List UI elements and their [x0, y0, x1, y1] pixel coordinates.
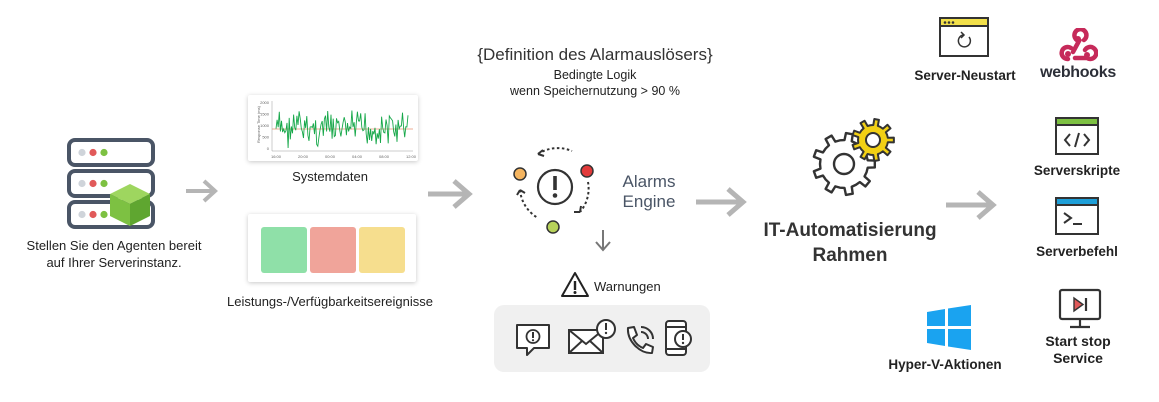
- flow-arrow-icon: [186, 179, 218, 203]
- server-restart-icon: [939, 17, 989, 57]
- chat-alert-icon: [516, 324, 550, 356]
- webhooks-label: webhooks: [1040, 64, 1116, 81]
- webhooks-logo-icon: [1059, 28, 1098, 62]
- chart-y-tick: 1000: [260, 123, 270, 128]
- down-arrow-icon: [595, 230, 611, 252]
- server-restart-label: Server-Neustart: [914, 68, 1016, 83]
- server-scripts-label: Serverskripte: [1033, 163, 1121, 178]
- event-swatch-red: [310, 227, 356, 273]
- events-label: Leistungs-/Verfügbarkeitsereignisse: [227, 294, 433, 309]
- engine-line1: Alarms: [622, 172, 676, 191]
- event-swatch-yellow: [359, 227, 405, 273]
- chart-y-tick: 2000: [260, 100, 270, 105]
- system-data-chart: Response Time (ms) 2000 1500 1000 500 0 16:0…: [256, 100, 417, 159]
- alarm-engine-icon: [513, 147, 594, 234]
- flow-arrow-icon: [428, 179, 473, 209]
- server-command-icon: [1055, 197, 1099, 235]
- definition-title: {Definition des Alarmauslösers}: [477, 45, 713, 64]
- agent-caption-line1: Stellen Sie den Agenten bereit: [26, 238, 202, 253]
- phone-call-icon: [626, 326, 654, 355]
- system-data-chart-card: Response Time (ms) 2000 1500 1000 500 0 16:0…: [248, 95, 418, 161]
- windows-logo-icon: [927, 305, 971, 350]
- server-agent-icon: [67, 138, 155, 229]
- definition-line1: Bedingte Logik: [553, 68, 637, 82]
- mobile-alert-icon: [665, 320, 692, 356]
- chart-y-tick: 500: [262, 135, 269, 140]
- chart-ylabel: Response Time (ms): [256, 105, 261, 143]
- definition-line2: wenn Speichernutzung > 90 %: [510, 84, 680, 98]
- events-card: [248, 214, 416, 282]
- start-stop-line1: Start stop: [1045, 333, 1111, 349]
- chart-x-tick: 16:00: [271, 154, 282, 159]
- flow-arrow-icon: [946, 190, 997, 220]
- agent-cube-icon: [110, 184, 150, 226]
- flow-arrow-icon: [696, 187, 747, 217]
- chart-x-tick: 00:00: [325, 154, 336, 159]
- event-swatch-green: [261, 227, 307, 273]
- start-stop-service-icon: [1058, 288, 1102, 329]
- framework-line2: Rahmen: [812, 245, 888, 266]
- start-stop-line2: Service: [1053, 350, 1103, 366]
- framework-line1: IT-Automatisierung: [763, 220, 937, 241]
- warning-triangle-icon: [561, 272, 589, 297]
- chart-x-tick: 20:00: [298, 154, 309, 159]
- chart-y-tick: 1500: [260, 112, 270, 117]
- engine-line2: Engine: [622, 192, 676, 211]
- system-data-label: Systemdaten: [292, 169, 368, 184]
- chart-y-tick: 0: [267, 146, 270, 151]
- chart-x-tick: 12:00: [406, 154, 417, 159]
- chart-x-tick: 08:00: [379, 154, 390, 159]
- server-command-label: Serverbefehl: [1036, 244, 1118, 259]
- gears-icon: [812, 118, 895, 197]
- mail-alert-icon: [568, 319, 616, 354]
- server-scripts-icon: [1055, 117, 1099, 155]
- hyperv-label: Hyper-V-Aktionen: [888, 357, 1002, 372]
- warnings-label: Warnungen: [594, 279, 661, 294]
- agent-caption-line2: auf Ihrer Serverinstanz.: [46, 255, 182, 270]
- chart-x-tick: 04:00: [352, 154, 363, 159]
